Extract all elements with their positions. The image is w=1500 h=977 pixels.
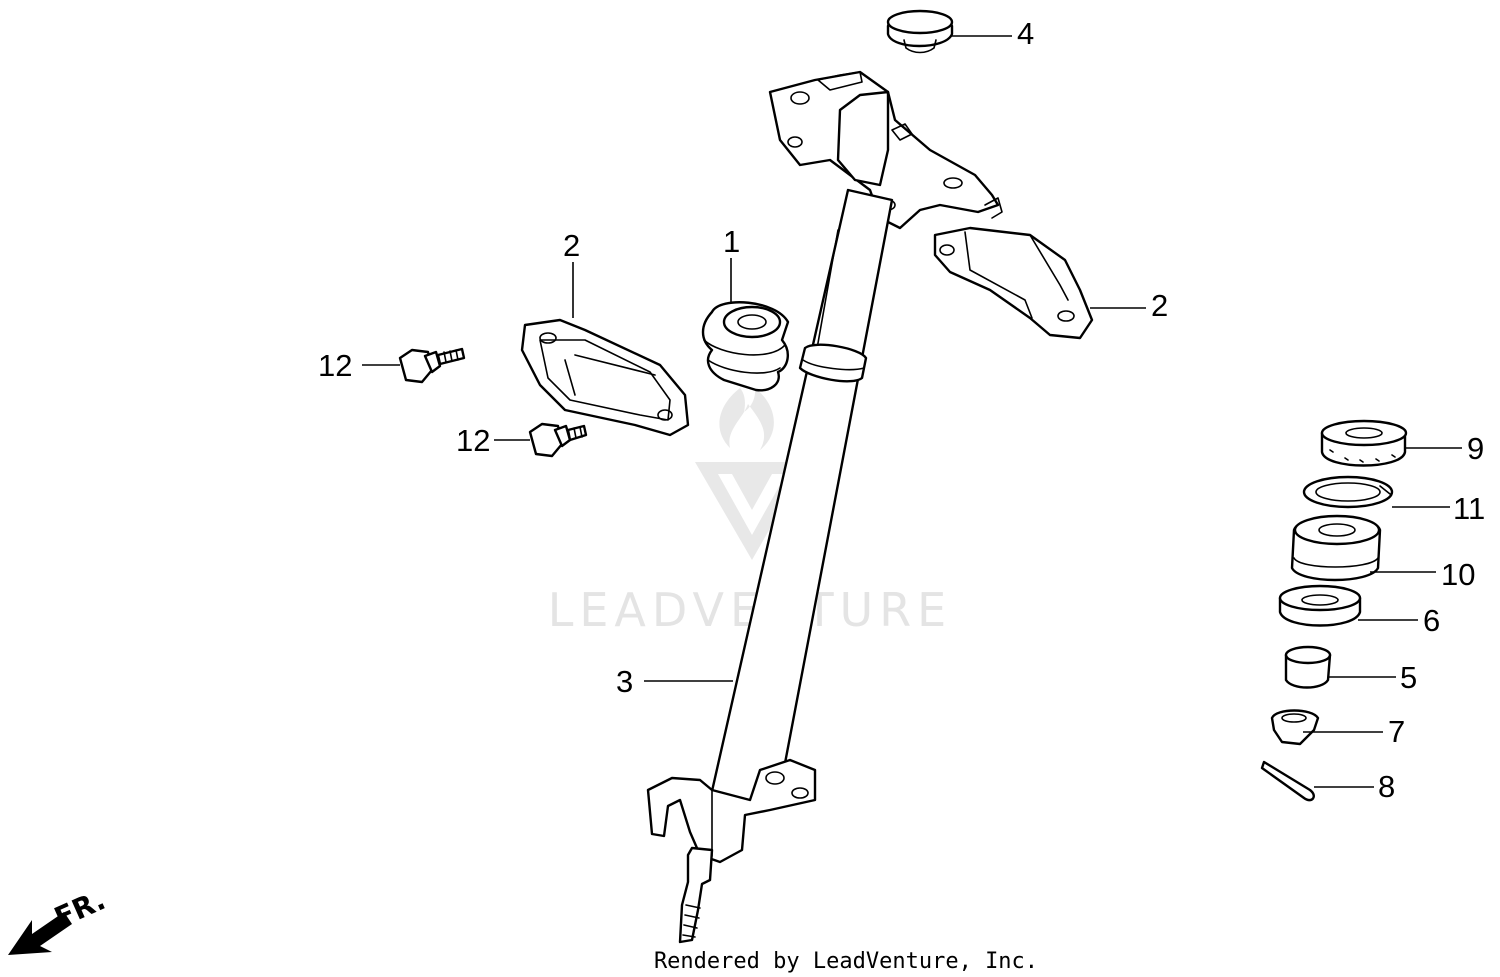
callout-labels: 4 1 2 2 12 12 3 9 11 10 6 5 7 8 xyxy=(318,16,1485,804)
callout-7: 9 xyxy=(1467,431,1484,466)
part-4-cap[interactable] xyxy=(886,9,954,54)
part-6-nut[interactable] xyxy=(1270,709,1320,746)
front-direction-indicator: FR. xyxy=(8,883,110,955)
leader-lines xyxy=(362,35,1462,788)
watermark-text: LEADVENTURE xyxy=(548,583,953,637)
callout-5: 5 xyxy=(1400,660,1417,695)
part-2-clamp-left[interactable] xyxy=(520,318,690,437)
part-9-seal[interactable] xyxy=(1278,584,1362,627)
part-3-steering-shaft[interactable] xyxy=(646,70,1003,944)
callout-11: 11 xyxy=(1453,491,1485,526)
part-12-bolt-upper[interactable] xyxy=(398,347,466,384)
part-2-clamp-right[interactable] xyxy=(933,226,1094,340)
callout-4: 4 xyxy=(1017,16,1034,51)
watermark: LEADVENTURE xyxy=(548,388,953,637)
part-10-cotter-pin[interactable] xyxy=(1260,760,1315,802)
callout-1: 1 xyxy=(723,224,740,259)
callout-3: 3 xyxy=(616,664,633,699)
part-12-bolt-lower[interactable] xyxy=(528,422,588,458)
callout-10: 8 xyxy=(1378,769,1395,804)
front-arrow-icon xyxy=(8,912,72,955)
callout-9: 6 xyxy=(1423,603,1440,638)
part-7-seal[interactable] xyxy=(1320,419,1408,467)
callout-8: 10 xyxy=(1441,557,1475,592)
part-5-collar[interactable] xyxy=(1284,645,1332,689)
callout-2-right: 2 xyxy=(1151,288,1168,323)
callout-6: 7 xyxy=(1388,714,1405,749)
callout-2-left: 2 xyxy=(563,228,580,263)
callout-12-upper: 12 xyxy=(318,348,352,383)
callout-12-lower: 12 xyxy=(456,423,490,458)
front-label: FR. xyxy=(49,883,110,934)
part-1-boot[interactable] xyxy=(701,301,790,392)
rendered-by-credit: Rendered by LeadVenture, Inc. xyxy=(654,949,1038,974)
part-11-snap-ring[interactable] xyxy=(1302,475,1394,509)
part-8-bearing[interactable] xyxy=(1290,514,1382,582)
